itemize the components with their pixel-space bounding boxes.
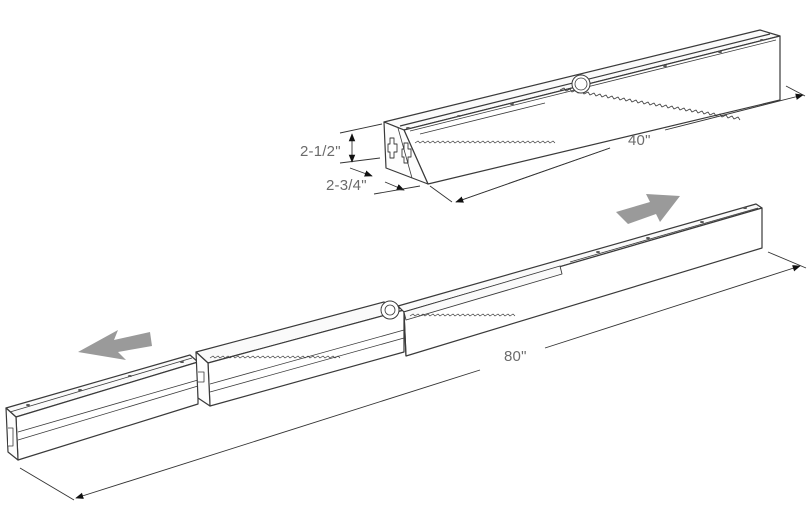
collapsed-dimension-lines bbox=[339, 85, 806, 203]
extended-rail bbox=[5, 203, 763, 461]
collapsed-length-label: 40" bbox=[628, 132, 651, 149]
width-dimension-label: 2-3/4" bbox=[326, 177, 367, 194]
extended-dimension-lines bbox=[19, 251, 807, 501]
collapsed-rail bbox=[383, 29, 781, 185]
extended-length-label: 80" bbox=[504, 348, 527, 365]
extend-right-arrow-icon bbox=[616, 194, 680, 224]
height-dimension-label: 2-1/2" bbox=[300, 143, 341, 160]
extend-left-arrow-icon bbox=[78, 330, 152, 360]
